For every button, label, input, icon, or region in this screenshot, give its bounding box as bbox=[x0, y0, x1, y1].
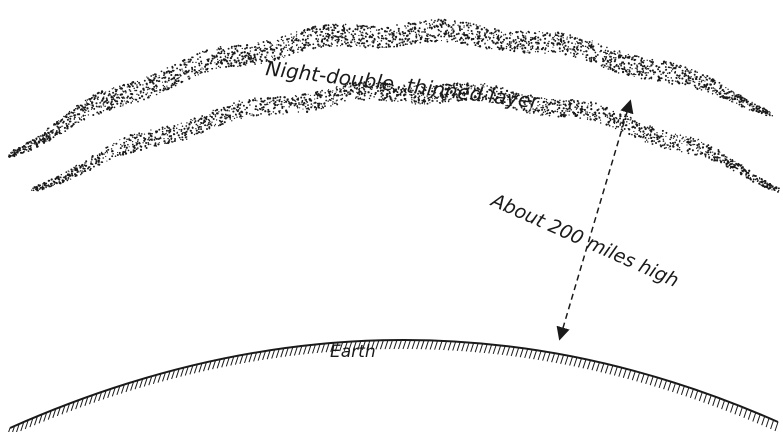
height-arrow bbox=[556, 99, 634, 341]
upper-ionized-layer bbox=[8, 18, 774, 158]
earth-hatching bbox=[8, 339, 779, 432]
lower-ionized-layer bbox=[31, 81, 780, 193]
earth-label: Earth bbox=[330, 342, 376, 362]
height-label: About 200 miles high bbox=[486, 189, 682, 292]
layer-label: Night-double, thinned layer bbox=[264, 56, 541, 114]
earth-surface bbox=[9, 338, 779, 429]
